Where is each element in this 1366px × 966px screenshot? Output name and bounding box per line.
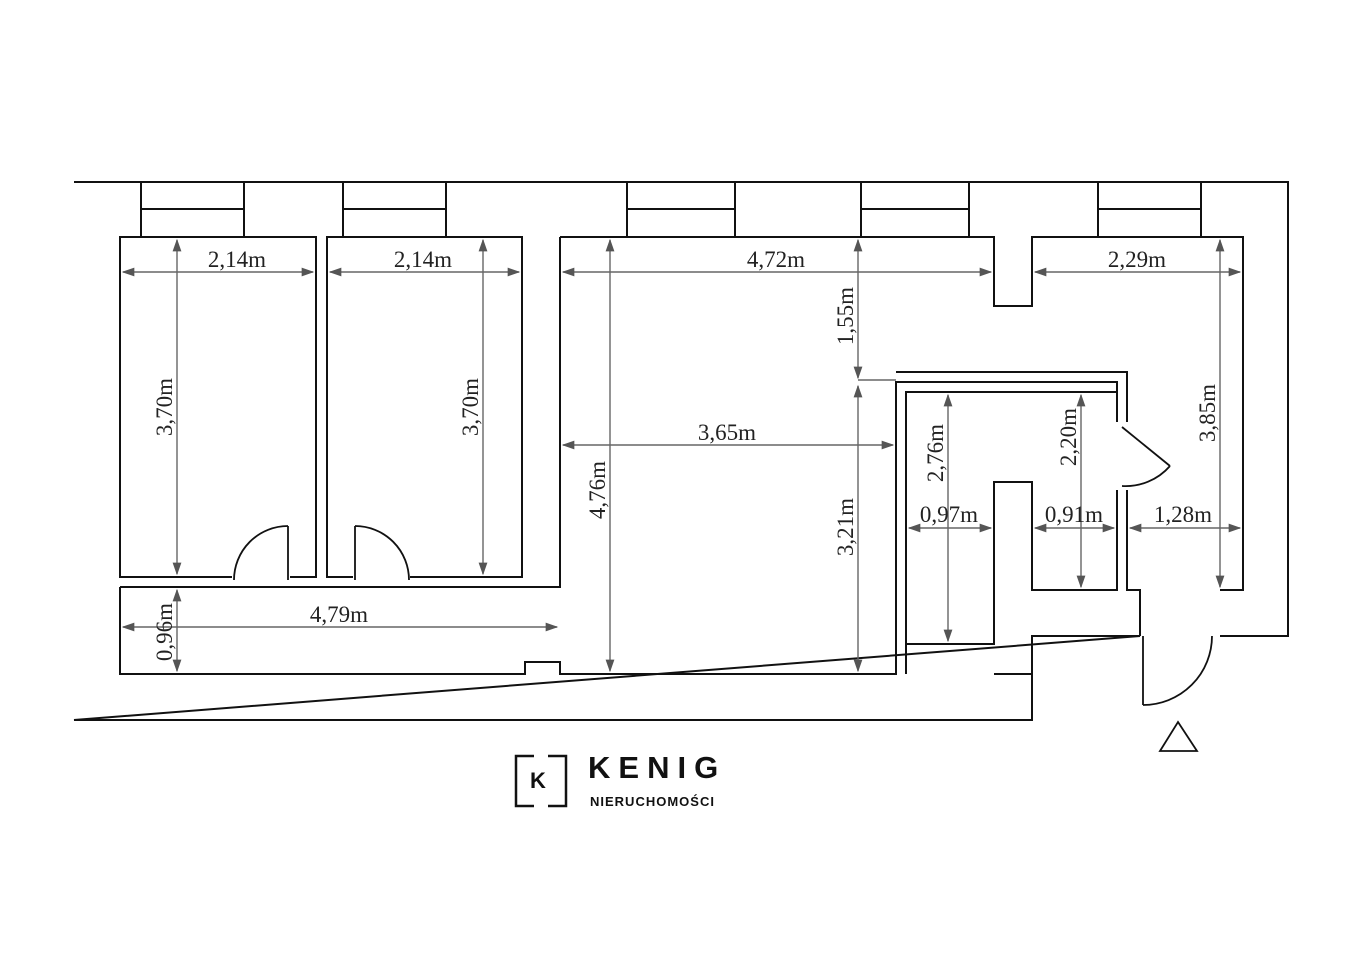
dim-main-upper: 1,55m bbox=[833, 287, 858, 345]
dim-room2-width: 2,14m bbox=[394, 247, 452, 272]
bathroom-walls bbox=[896, 371, 1141, 675]
dim-main-height: 4,76m bbox=[585, 461, 610, 519]
dim-main-lower: 3,21m bbox=[833, 498, 858, 556]
dim-wc-width: 0,91m bbox=[1045, 502, 1103, 527]
brand-logo: K KENIG NIERUCHOMOŚCI bbox=[514, 750, 754, 814]
dim-bath-width: 0,97m bbox=[920, 502, 978, 527]
door-icon bbox=[233, 426, 1213, 706]
dim-main-width: 4,72m bbox=[747, 247, 805, 272]
dimension-lines bbox=[121, 238, 1242, 673]
north-arrow-icon bbox=[1158, 720, 1199, 752]
dim-room1-width: 2,14m bbox=[208, 247, 266, 272]
logo-letter: K bbox=[530, 768, 546, 793]
main-room-walls bbox=[560, 236, 1244, 591]
room-1-walls bbox=[119, 236, 317, 578]
dim-room2-length: 3,70m bbox=[458, 378, 483, 436]
dim-bath-height: 2,76m bbox=[923, 424, 948, 482]
dim-right-room-length: 3,85m bbox=[1195, 384, 1220, 442]
dim-corridor-length: 4,79m bbox=[310, 602, 368, 627]
logo-frame-icon bbox=[514, 754, 568, 808]
windows bbox=[140, 181, 1202, 238]
dim-hall-width: 1,28m bbox=[1154, 502, 1212, 527]
dim-wc-height: 2,20m bbox=[1056, 408, 1081, 466]
dim-main-mid-width: 3,65m bbox=[698, 420, 756, 445]
room-2-walls bbox=[326, 236, 523, 578]
corridor-walls bbox=[119, 237, 1118, 675]
dimension-labels: 2,14m 3,70m 2,14m 3,70m 4,72m 1,55m 3,65… bbox=[152, 247, 1220, 661]
logo-subtitle: NIERUCHOMOŚCI bbox=[590, 794, 715, 809]
dim-room1-length: 3,70m bbox=[152, 378, 177, 436]
dim-right-room-width: 2,29m bbox=[1108, 247, 1166, 272]
logo-name: KENIG bbox=[588, 750, 727, 785]
dim-corridor-width: 0,96m bbox=[152, 603, 177, 661]
